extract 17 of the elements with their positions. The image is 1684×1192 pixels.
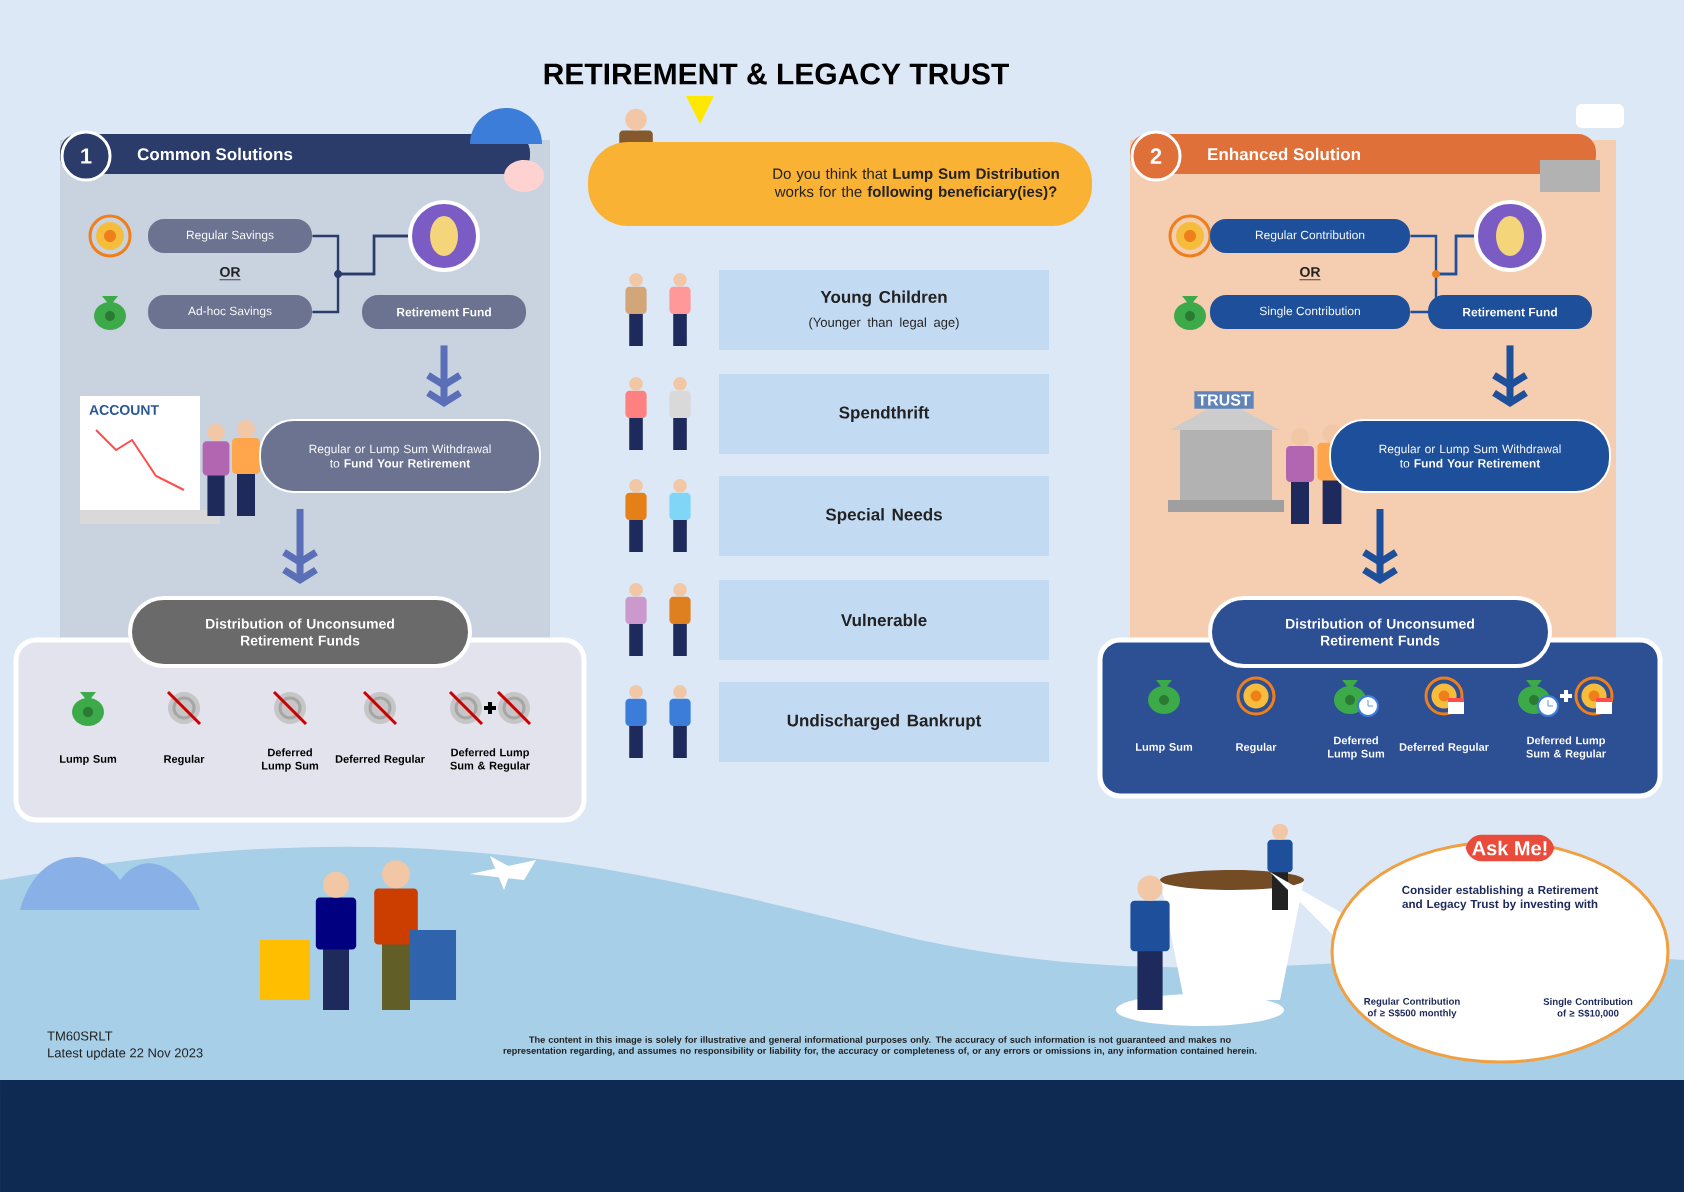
title: RETIREMENT & LEGACY TRUST (544, 63, 1009, 85)
beneficiary-row: Undischarged Bankrupt (719, 682, 1049, 762)
egg-picture (1474, 200, 1546, 272)
egg-picture (408, 200, 480, 272)
connector (282, 509, 318, 584)
beneficiary-row: Vulnerable (719, 580, 1049, 660)
step-number: 1 (60, 130, 112, 182)
step-number: 2 (1130, 130, 1182, 182)
node-label: Ask Me! (1472, 840, 1547, 856)
connector (1410, 234, 1474, 314)
connector (426, 345, 462, 407)
connector (1362, 509, 1398, 584)
connector (312, 234, 408, 314)
beneficiary-row: Special Needs (719, 476, 1049, 556)
beneficiary-row: Spendthrift (719, 374, 1049, 454)
connector (1492, 345, 1528, 407)
trust-label: TRUST (1194, 391, 1254, 409)
